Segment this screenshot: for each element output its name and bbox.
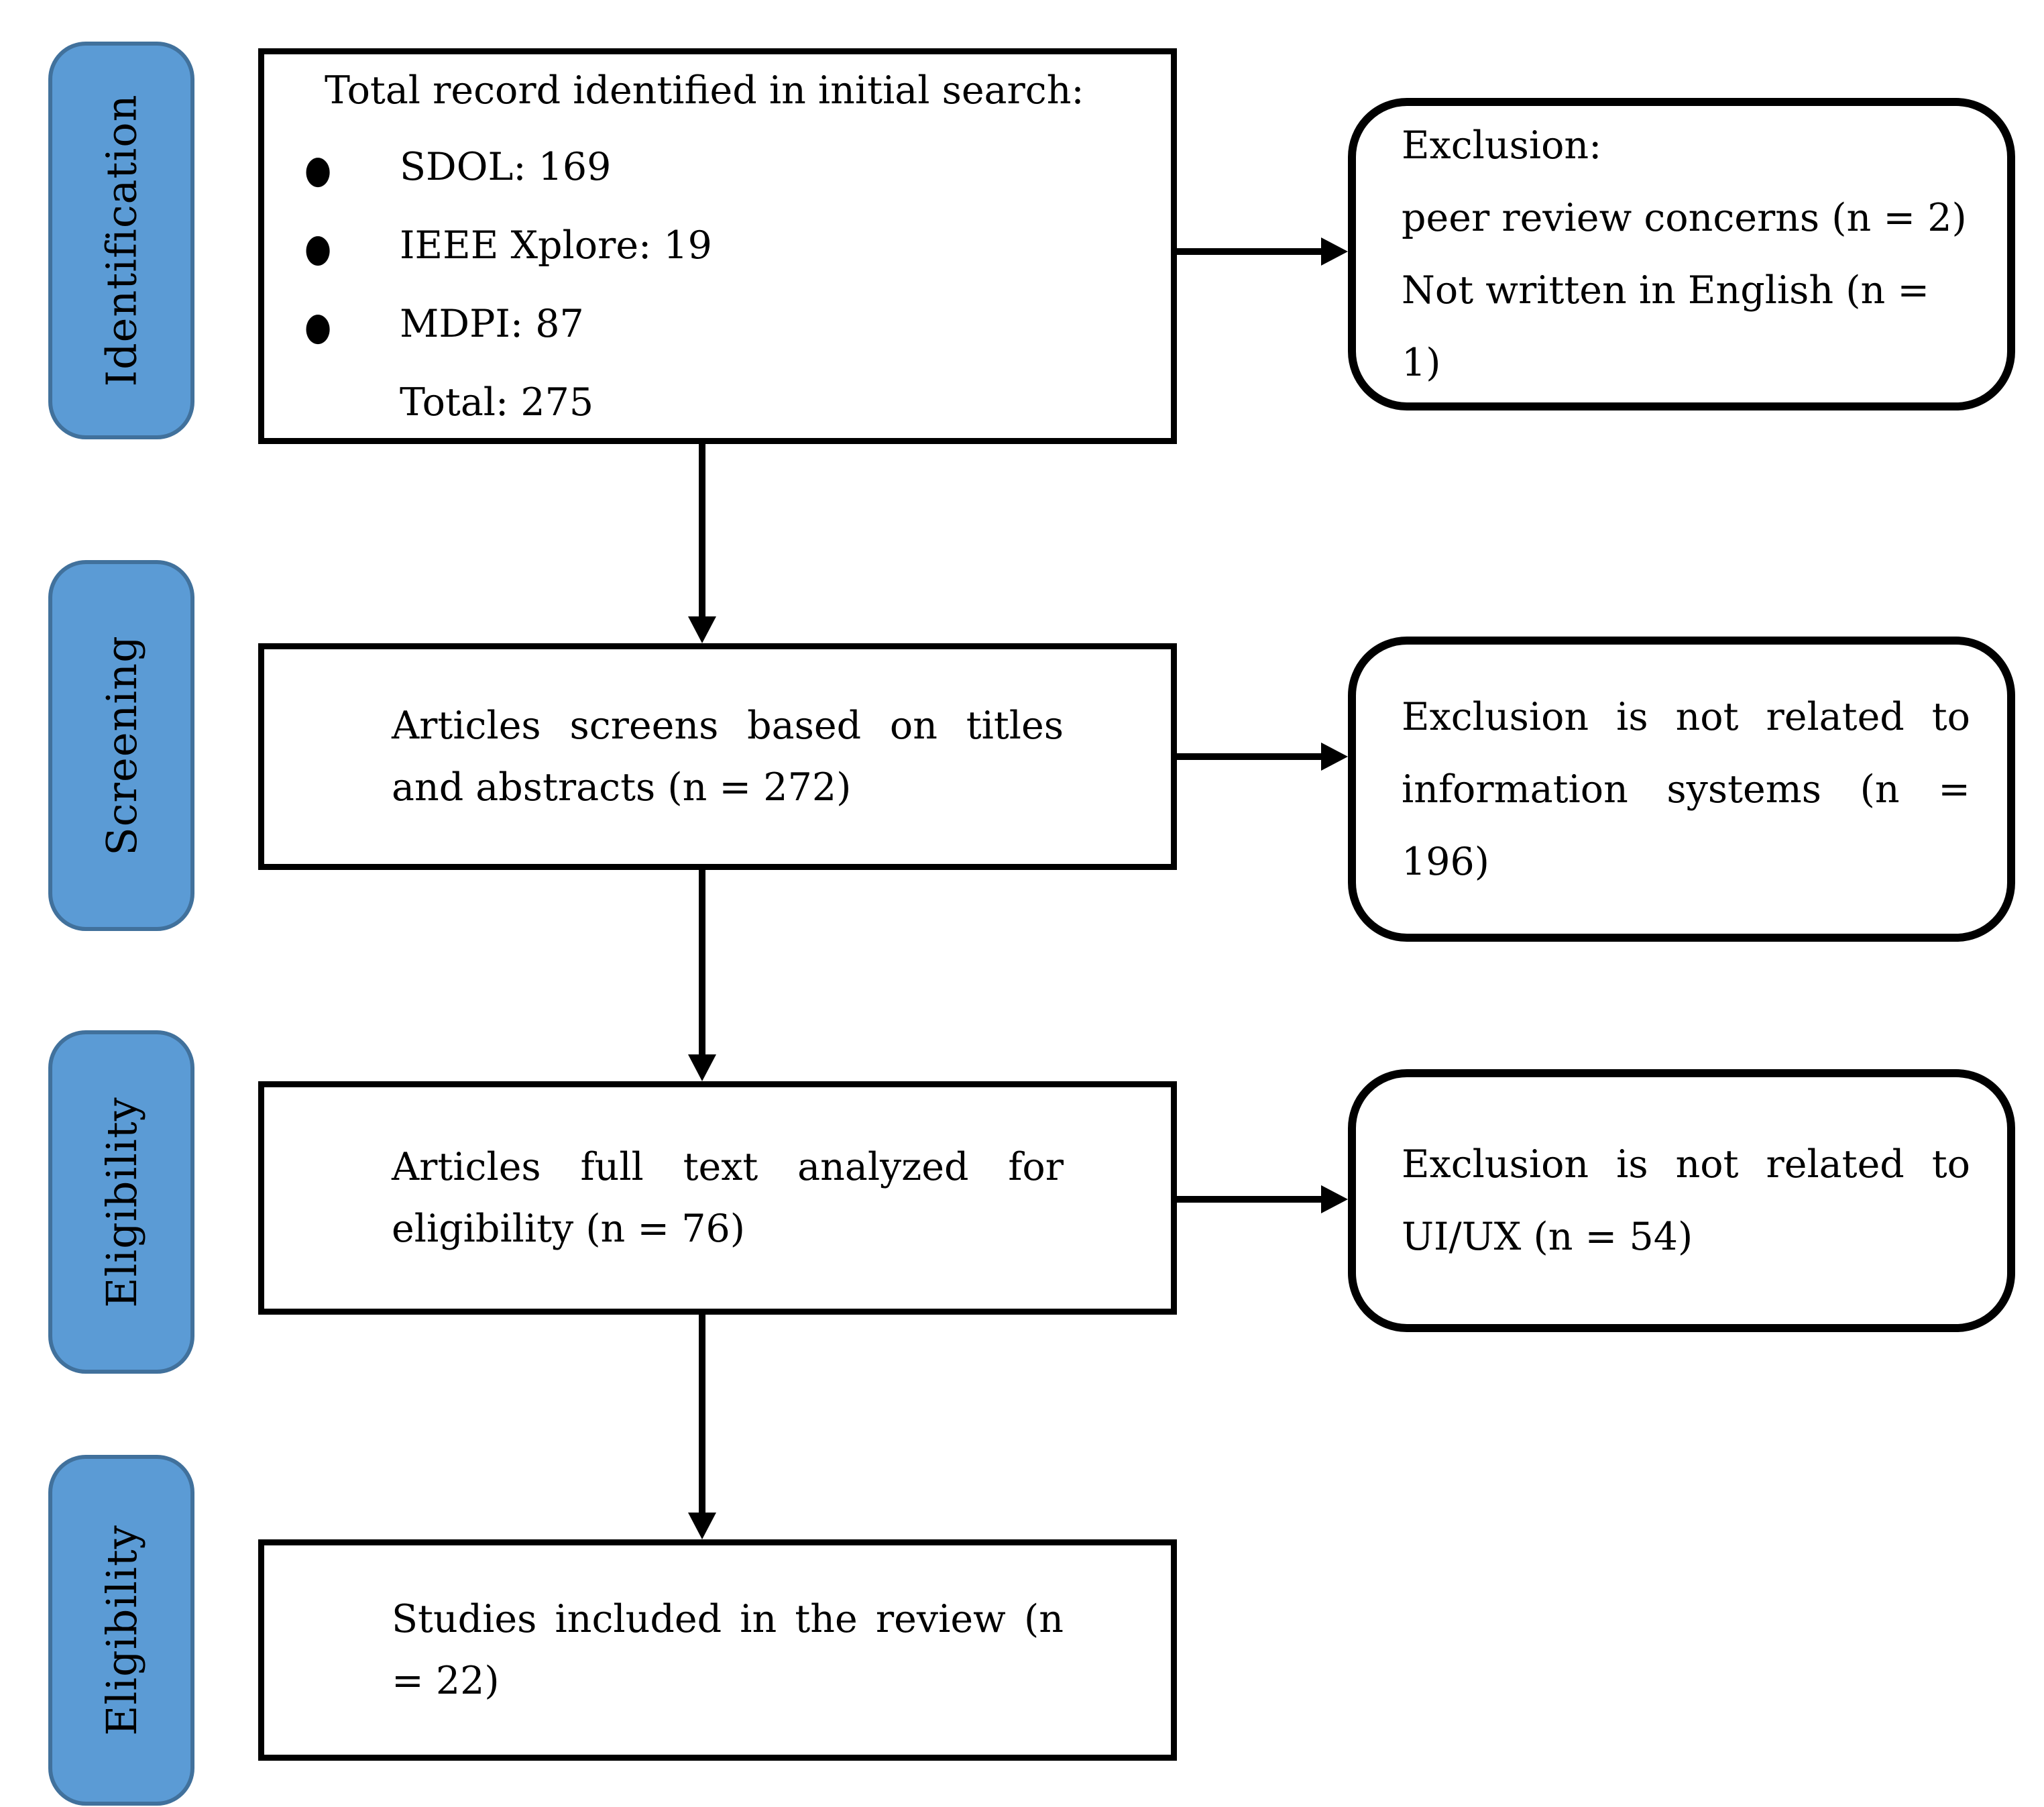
included-text-line-1: Studies included in the review (n (392, 1597, 1064, 1641)
source-list-item-sdol: ● SDOL: 169 (304, 129, 1131, 207)
source-ieee-count: IEEE Xplore: 19 (400, 223, 712, 268)
stage-label-identification: Identification (97, 94, 146, 387)
stage-label-screening: Screening (97, 635, 146, 856)
arrow-right-icon (1321, 743, 1348, 771)
eligibility-box: Articles full text analyzed for eligibil… (258, 1081, 1177, 1315)
source-mdpi-count: MDPI: 87 (400, 301, 584, 346)
stage-identification: Identification (48, 42, 194, 439)
exclusion-2-line-3: 196) (1402, 839, 1490, 884)
exclusion-2-line-2: information systems (n = (1402, 767, 1970, 812)
arrow-line-right-1 (1172, 248, 1324, 255)
exclusion-3-line-1: Exclusion is not related to (1402, 1142, 1970, 1187)
arrow-line-down-3 (699, 1311, 705, 1517)
bullet-dot-icon: ● (304, 303, 332, 349)
screening-text: Articles screens based on titles and abs… (392, 695, 1064, 818)
arrow-line-right-3 (1172, 1196, 1324, 1203)
arrow-down-icon (688, 616, 716, 643)
eligibility-text-line-2: eligibility (n = 76) (392, 1207, 746, 1251)
records-total-count: Total: 275 (400, 380, 594, 425)
stage-label-included: Eligibility (97, 1525, 146, 1736)
arrow-line-down-2 (699, 865, 705, 1058)
included-text-line-2: = 22) (392, 1659, 500, 1703)
exclusion-eligibility-box: Exclusion is not related to UI/UX (n = 5… (1348, 1069, 2015, 1332)
stage-included: Eligibility (48, 1455, 194, 1806)
stage-label-eligibility: Eligibility (97, 1096, 146, 1308)
source-list-item-ieee: ● IEEE Xplore: 19 (304, 207, 1131, 286)
arrow-line-down-1 (699, 440, 705, 620)
exclusion-1-line-3: Not written in English (n = 1) (1402, 268, 1930, 385)
records-identified-title: Total record identified in initial searc… (325, 68, 1084, 113)
included-box: Studies included in the review (n = 22) (258, 1539, 1177, 1761)
exclusion-1-line-2: peer review concerns (n = 2) (1402, 196, 1967, 240)
records-identified-box: Total record identified in initial searc… (258, 48, 1177, 444)
source-sdol-count: SDOL: 169 (400, 144, 612, 189)
exclusion-1-line-1: Exclusion: (1402, 123, 1602, 168)
eligibility-text-line-1: Articles full text analyzed for (392, 1145, 1064, 1189)
arrow-line-right-2 (1172, 753, 1324, 760)
source-list-item-mdpi: ● MDPI: 87 (304, 286, 1131, 364)
eligibility-text: Articles full text analyzed for eligibil… (392, 1136, 1064, 1260)
exclusion-identification-box: Exclusion: peer review concerns (n = 2) … (1348, 98, 2015, 410)
bullet-dot-icon: ● (304, 224, 332, 270)
arrow-down-icon (688, 1054, 716, 1081)
screening-box: Articles screens based on titles and abs… (258, 643, 1177, 870)
exclusion-screening-box: Exclusion is not related to information … (1348, 637, 2015, 942)
screening-text-line-1: Articles screens based on titles (392, 704, 1064, 748)
stage-eligibility: Eligibility (48, 1030, 194, 1374)
stage-screening: Screening (48, 560, 194, 931)
screening-text-line-2: and abstracts (n = 272) (392, 765, 852, 810)
exclusion-2-line-1: Exclusion is not related to (1402, 694, 1970, 739)
arrow-right-icon (1321, 237, 1348, 266)
exclusion-3-line-2: UI/UX (n = 54) (1402, 1215, 1693, 1259)
arrow-right-icon (1321, 1185, 1348, 1213)
bullet-dot-icon: ● (304, 146, 332, 192)
included-text: Studies included in the review (n = 22) (392, 1588, 1064, 1712)
arrow-down-icon (688, 1513, 716, 1539)
